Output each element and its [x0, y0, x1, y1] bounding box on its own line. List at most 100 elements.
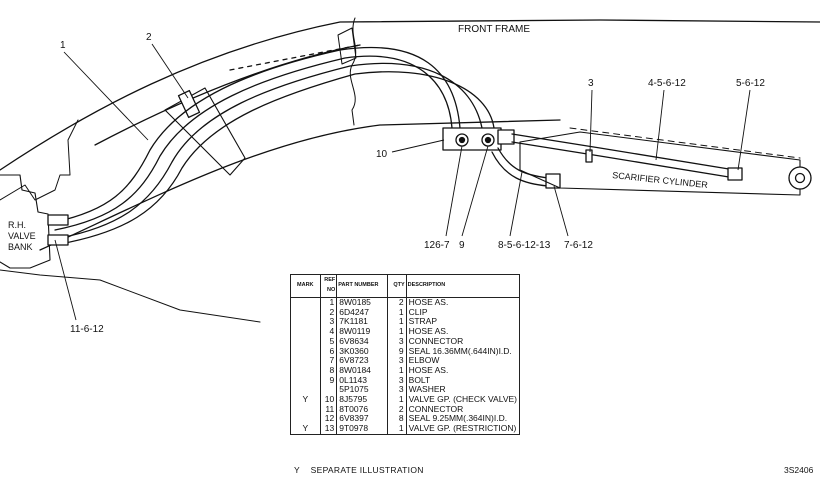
cell-mark: Y — [290, 423, 321, 435]
cylinder-eye — [788, 166, 812, 190]
footnote-mark: Y — [294, 465, 300, 475]
cell-qty: 9 — [387, 346, 407, 357]
hose-1c — [59, 62, 483, 239]
callout-9: 9 — [459, 240, 465, 251]
valve-bank-outline — [0, 174, 51, 269]
cell-description: BOLT — [405, 375, 521, 386]
cell-qty: 8 — [387, 414, 407, 425]
callout-126: 126-7 — [424, 240, 450, 251]
leader-8 — [509, 171, 523, 237]
cell-ref-no: 6 — [319, 346, 338, 357]
leader-11 — [54, 239, 77, 321]
cell-description: VALVE GP. (RESTRICTION) — [405, 423, 521, 435]
cell-ref-no: 5 — [319, 336, 338, 347]
leader-1 — [63, 51, 149, 141]
strap — [337, 27, 357, 65]
parts-table: MARK REF NO PART NUMBER QTY DESCRIPTION … — [290, 274, 521, 435]
valve-connector-upper — [47, 214, 69, 226]
valve-bank-label-3: BANK — [8, 242, 33, 252]
hose-1a — [54, 46, 461, 223]
cell-qty: 3 — [387, 375, 407, 386]
cell-mark — [290, 327, 321, 337]
cell-mark — [290, 307, 321, 318]
leader-7 — [553, 185, 569, 237]
cell-mark — [290, 365, 321, 376]
hose-4a — [511, 133, 736, 171]
cell-description: SEAL 16.36MM(.644IN)I.D. — [405, 346, 521, 357]
cell-ref-no: 13 — [319, 423, 338, 435]
header-part-number: PART NUMBER — [336, 274, 389, 298]
table-header-row: MARK REF NO PART NUMBER QTY DESCRIPTION — [290, 274, 521, 298]
leader-10 — [391, 139, 445, 153]
leader-5 — [737, 89, 751, 171]
cell-qty: 1 — [387, 326, 407, 337]
leader-2 — [151, 43, 189, 99]
cell-mark — [290, 336, 321, 347]
callout-7: 7-6-12 — [564, 240, 593, 251]
callout-2: 2 — [146, 32, 152, 43]
cell-qty: 1 — [387, 317, 407, 328]
frame-upper-edge — [0, 19, 820, 171]
cell-mark: Y — [290, 394, 321, 405]
frame-left-step — [0, 119, 79, 201]
leader-3 — [589, 89, 593, 153]
cell-description: CLIP — [405, 307, 521, 318]
callout-1: 1 — [60, 40, 66, 51]
hose-1b — [54, 55, 453, 231]
check-valve-fitting — [497, 129, 515, 145]
callout-8: 8-5-6-12-13 — [498, 240, 551, 251]
cell-ref-no: 1 — [319, 297, 338, 308]
header-ref-no: REF NO — [319, 274, 338, 298]
elbow-fitting — [545, 173, 561, 189]
cell-ref-no: 2 — [319, 307, 338, 318]
callout-3: 3 — [588, 78, 594, 89]
frame-lower-edge — [39, 119, 561, 251]
clip — [177, 89, 201, 119]
cell-qty: 1 — [387, 394, 407, 405]
cell-qty: 2 — [387, 297, 407, 308]
cell-description: ELBOW — [405, 356, 521, 366]
frame-edge-dashed — [229, 44, 361, 71]
break-line — [349, 17, 357, 126]
cell-ref-no: 4 — [319, 326, 338, 337]
front-frame-label: FRONT FRAME — [458, 24, 530, 35]
cell-mark — [290, 385, 321, 396]
cell-qty: 3 — [387, 385, 407, 396]
callout-11: 11-6-12 — [70, 324, 104, 335]
cell-description: CONNECTOR — [405, 336, 521, 347]
cell-ref-no: 3 — [319, 317, 338, 328]
valve-bank-label-1: R.H. — [8, 220, 26, 230]
cell-mark — [290, 346, 321, 357]
hose-4b — [511, 141, 736, 179]
valve-bank-label-2: VALVE — [8, 231, 36, 241]
cell-mark — [290, 404, 321, 415]
cylinder-barrel-dashed — [569, 127, 801, 159]
footnote: Y SEPARATE ILLUSTRATION — [294, 465, 424, 475]
leader-4 — [655, 89, 665, 161]
cell-mark — [290, 414, 321, 425]
cell-ref-no: 8 — [319, 365, 338, 376]
callout-10: 10 — [376, 149, 388, 160]
leader-126 — [445, 145, 463, 237]
drawing-number: 3S2406 — [784, 465, 814, 475]
cylinder-strap — [585, 149, 593, 163]
clip-plate — [164, 87, 246, 176]
cell-part-number: 9T0978 — [336, 423, 389, 435]
cell-mark — [290, 297, 321, 308]
cell-qty: 3 — [387, 336, 407, 347]
cell-mark — [290, 375, 321, 386]
cell-description: WASHER — [405, 385, 521, 396]
callout-4: 4-5-6-12 — [648, 78, 686, 89]
scarifier-cylinder-label: SCARIFIER CYLINDER — [612, 170, 709, 190]
cylinder-fitting — [727, 167, 743, 181]
